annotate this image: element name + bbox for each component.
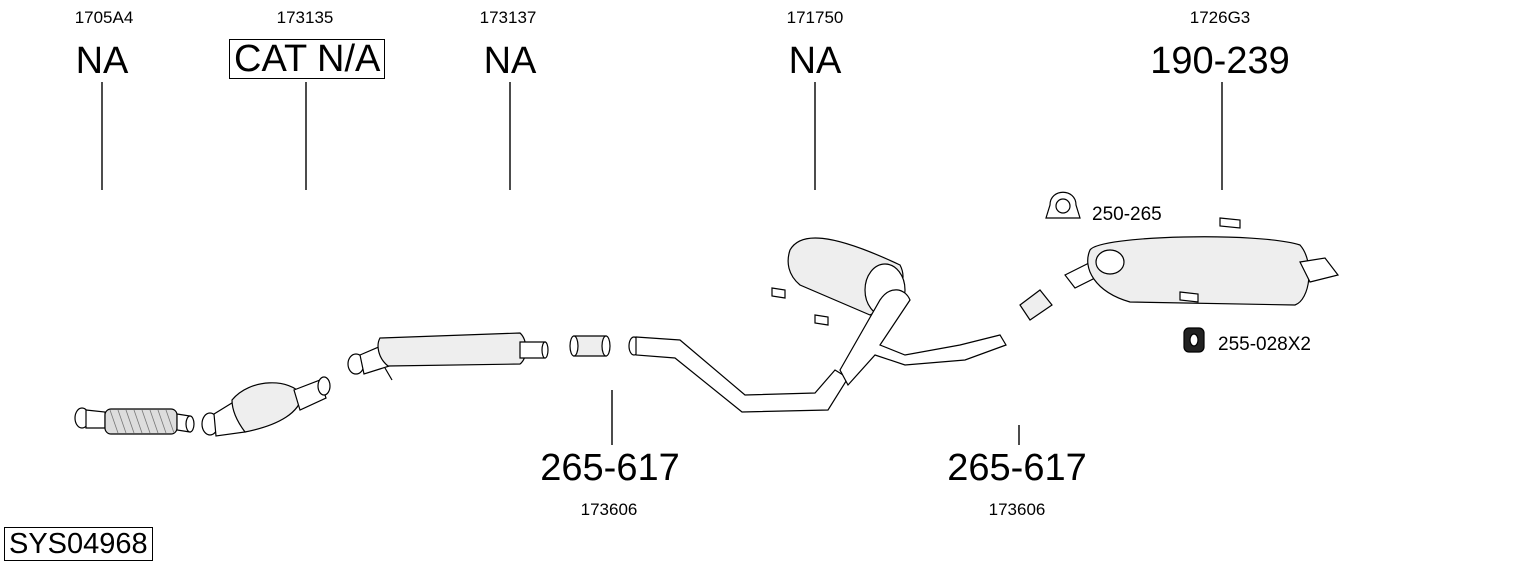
lower-part-label-1: 265-617 [540,447,680,489]
sleeve-clamp-173606-1 [569,335,611,357]
system-code: SYS04968 [4,527,153,561]
intermediate-pipe [628,336,849,413]
lower-part-code-1: 173606 [580,500,638,519]
hanger-label: 255-028X2 [1218,334,1311,355]
rubber-hanger-icon [1183,327,1205,353]
part-code-173137: 173137 [479,8,537,27]
part-code-1705a4: 1705A4 [74,8,134,27]
clamp-icon [1045,191,1081,219]
clamp-label: 250-265 [1092,204,1162,225]
rear-silencer-1726g3 [1064,217,1340,306]
part-label-1705a4: NA [75,40,129,82]
sleeve-clamp-173606-2 [1019,289,1053,321]
catalytic-converter-173135 [201,376,331,437]
part-code-173135: 173135 [276,8,334,27]
part-label-173137: NA [483,40,537,82]
part-label-171750: NA [788,40,842,82]
flex-pipe-1705a4 [74,407,195,435]
part-code-171750: 171750 [786,8,844,27]
part-label-1726g3: 190-239 [1150,40,1290,82]
lower-part-code-2: 173606 [988,500,1046,519]
part-label-173135-boxed: CAT N/A [229,39,386,79]
center-silencer-171750 [771,237,1007,387]
part-code-1726g3: 1726G3 [1189,8,1251,27]
lower-part-label-2: 265-617 [947,447,1087,489]
front-silencer-173137 [347,332,549,381]
